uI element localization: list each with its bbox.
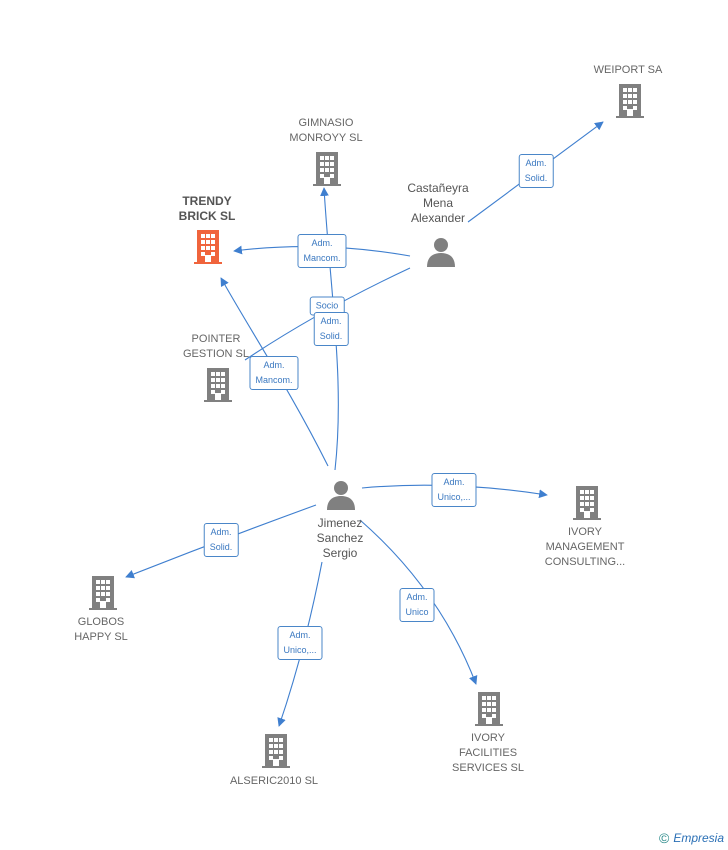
- edge-badge-jim-ivory-management[interactable]: Adm. Unico,...: [431, 473, 477, 507]
- person-icon[interactable]: [427, 238, 455, 267]
- node-label-trendy[interactable]: TRENDY BRICK SL: [178, 194, 236, 223]
- node-label-ivory-management[interactable]: IVORY MANAGEMENT CONSULTING...: [544, 526, 626, 568]
- edge-badge-jim-globos[interactable]: Adm. Solid.: [203, 523, 239, 557]
- node-label-jimenez[interactable]: Jimenez Sanchez Sergio: [316, 516, 364, 560]
- building-icon[interactable]: [616, 84, 644, 118]
- edge-badge-jim-trendy[interactable]: Adm. Mancom.: [249, 356, 299, 390]
- footer-brand[interactable]: © Empresia: [659, 830, 724, 846]
- building-icon[interactable]: [89, 576, 117, 610]
- brand-name: Empresia: [673, 831, 724, 845]
- node-label-ivory-facilities[interactable]: IVORY FACILITIES SERVICES SL: [452, 732, 524, 774]
- edge-badge-jim-ivory-facilities[interactable]: Adm. Unico: [399, 588, 435, 622]
- node-label-weiport[interactable]: WEIPORT SA: [593, 64, 663, 76]
- edge-badge-cast-trendy[interactable]: Adm. Mancom.: [297, 234, 347, 268]
- node-label-castaneyra[interactable]: Castañeyra Mena Alexander: [407, 181, 469, 225]
- edge-badge-jim-alseric[interactable]: Adm. Unico,...: [277, 626, 323, 660]
- building-icon[interactable]: [475, 692, 503, 726]
- node-label-globos[interactable]: GLOBOS HAPPY SL: [74, 616, 128, 643]
- building-icon[interactable]: [262, 734, 290, 768]
- building-icon[interactable]: [194, 230, 222, 264]
- edge-badge-jim-gimnasio[interactable]: Adm. Solid.: [313, 312, 349, 346]
- building-icon[interactable]: [204, 368, 232, 402]
- node-label-gimnasio[interactable]: GIMNASIO MONROYY SL: [289, 117, 363, 144]
- copyright-icon: ©: [658, 830, 670, 846]
- node-label-pointer[interactable]: POINTER GESTION SL: [182, 333, 250, 360]
- person-icon[interactable]: [327, 481, 355, 510]
- building-icon[interactable]: [313, 152, 341, 186]
- building-icon[interactable]: [573, 486, 601, 520]
- edge-badge-cast-weiport[interactable]: Adm. Solid.: [518, 154, 554, 188]
- node-label-alseric[interactable]: ALSERIC2010 SL: [229, 775, 319, 787]
